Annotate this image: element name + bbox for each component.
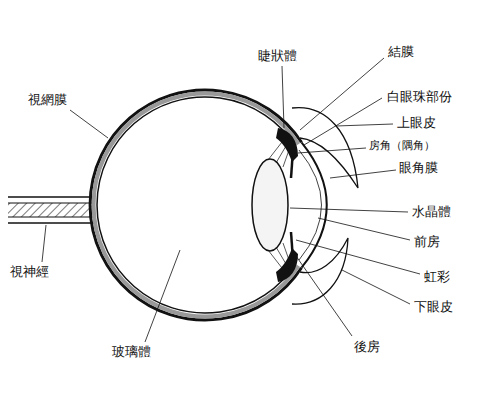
leader-line <box>298 148 366 153</box>
optic-nerve-edge <box>8 222 94 224</box>
leader-line <box>318 218 410 240</box>
part-label: 水晶體 <box>412 204 451 220</box>
leader-line <box>300 58 384 130</box>
leader-line <box>304 98 382 145</box>
optic-nerve-edge <box>8 203 94 204</box>
part-label: 後房 <box>354 339 380 355</box>
leader-line <box>145 250 180 342</box>
leader-line <box>70 110 108 138</box>
part-label: 眼角膜 <box>399 160 438 176</box>
leader-line <box>296 256 352 336</box>
lower-eyelid <box>292 238 348 304</box>
part-label: 結膜 <box>388 44 414 60</box>
cornea <box>302 142 327 267</box>
leader-line <box>330 170 396 178</box>
part-label: 下眼皮 <box>414 299 453 315</box>
eye-outline <box>8 90 358 320</box>
retina <box>97 97 296 313</box>
leader-line <box>336 124 393 126</box>
sclera <box>90 90 301 320</box>
leader-line <box>42 225 46 262</box>
leader-lines <box>42 58 420 342</box>
part-label: 白眼珠部份 <box>387 89 452 105</box>
ciliary-body <box>276 248 298 282</box>
part-label: 視神經 <box>10 264 49 280</box>
lens <box>252 159 288 251</box>
part-label: 上眼皮 <box>397 115 436 131</box>
leader-line <box>290 208 408 212</box>
optic-nerve-core <box>8 203 94 217</box>
part-label: 視網膜 <box>28 92 67 108</box>
part-label: 房角（隅角） <box>369 139 435 152</box>
part-label: 前房 <box>414 234 440 250</box>
ciliary-body <box>276 128 298 162</box>
leader-line <box>296 240 420 274</box>
optic-nerve-edge <box>8 217 94 218</box>
leader-line <box>342 270 410 304</box>
part-label: 玻璃體 <box>112 344 151 360</box>
optic-nerve-edge <box>8 196 94 198</box>
leader-line <box>282 66 284 128</box>
choroid <box>94 94 299 317</box>
part-label: 虹彩 <box>424 269 450 285</box>
part-label: 睫狀體 <box>258 48 297 64</box>
